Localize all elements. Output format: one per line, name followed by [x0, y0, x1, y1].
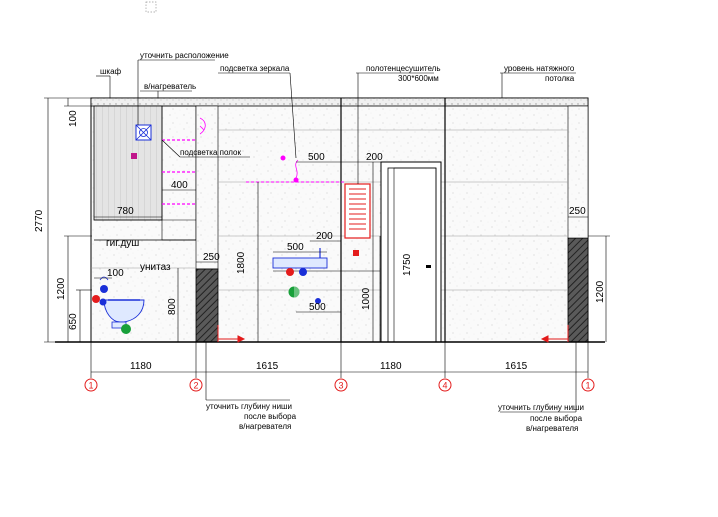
label-niche-right-3: в/нагревателя	[526, 424, 578, 433]
dim-w-100: 100	[107, 268, 124, 279]
niche-left	[195, 268, 219, 343]
label-hyg-shower: гиг.душ	[106, 238, 139, 249]
svg-text:3: 3	[338, 381, 343, 391]
label-ceiling-level-1: уровень натяжного	[504, 64, 575, 73]
label-water-heater: в/нагреватель	[144, 82, 196, 91]
label-cabinet: шкаф	[100, 67, 122, 76]
dim-w-200-top: 200	[366, 152, 383, 163]
niche-right	[567, 237, 589, 343]
leader-lines	[96, 59, 577, 413]
dim-h-1200-right: 1200	[595, 280, 606, 303]
dim-w-500-mirror: 500	[308, 152, 325, 163]
label-niche-right-1: уточнить глубину ниши	[498, 403, 584, 412]
door	[380, 161, 442, 343]
dim-w-250-left: 250	[203, 252, 220, 263]
axis-marker-2: 2	[189, 378, 203, 392]
sink	[272, 248, 380, 304]
label-towel-dryer-size: 300*600мм	[398, 74, 439, 83]
toilet	[92, 276, 145, 334]
svg-text:1: 1	[88, 381, 93, 391]
label-clarify-location: уточнить расположение	[140, 51, 229, 60]
corner-marker-icon	[145, 1, 157, 13]
axis-marker-1a: 1	[84, 378, 98, 392]
label-mirror-light: подсветка зеркала	[220, 64, 290, 73]
label-toilet: унитаз	[140, 262, 171, 273]
dim-w-500-low: 500	[309, 302, 326, 313]
label-shelf-light: подсветка полок	[180, 148, 241, 157]
dim-top-band: 100	[68, 110, 79, 127]
dim-h-800: 800	[167, 298, 178, 315]
dim-h-1800: 1800	[236, 251, 247, 274]
horizontal-dim-lines	[90, 161, 589, 378]
axis-marker-4: 4	[438, 378, 452, 392]
dim-w-500-sink: 500	[287, 242, 304, 253]
dim-bottom-1615-a: 1615	[256, 361, 279, 372]
axis-marker-1b: 1	[581, 378, 595, 392]
svg-text:1: 1	[585, 381, 590, 391]
label-niche-left-1: уточнить глубину ниши	[206, 402, 292, 411]
ceiling-band	[90, 97, 589, 107]
dim-total-height: 2770	[34, 209, 45, 232]
dim-bottom-1180-a: 1180	[130, 361, 152, 372]
water-heater-icon	[131, 124, 152, 159]
left-dim-lines	[44, 97, 179, 343]
dim-h-650: 650	[68, 313, 79, 330]
axis-marker-3: 3	[334, 378, 348, 392]
partition-wall	[195, 105, 219, 270]
dim-h-1000: 1000	[361, 287, 372, 310]
dim-w-400: 400	[171, 180, 188, 191]
mirror-light-icon	[246, 155, 346, 183]
label-ceiling-level-2: потолка	[545, 74, 575, 83]
svg-text:2: 2	[193, 381, 198, 391]
dim-w-200-mid: 200	[316, 231, 333, 242]
svg-text:4: 4	[442, 381, 447, 391]
dim-h-1200-left: 1200	[56, 277, 67, 300]
dim-bottom-1615-b: 1615	[505, 361, 528, 372]
dim-w-780: 780	[117, 206, 134, 217]
right-wall-strip	[567, 105, 589, 239]
dim-bottom-1180-b: 1180	[380, 361, 402, 372]
dim-w-250-right: 250	[569, 206, 586, 217]
section-arrows	[217, 325, 569, 343]
label-niche-left-3: в/нагревателя	[239, 422, 291, 431]
shelf-light-icon	[199, 117, 206, 135]
label-niche-right-2: после выбора	[530, 414, 583, 423]
label-niche-left-2: после выбора	[244, 412, 297, 421]
label-towel-dryer: полотенцесушитель	[366, 64, 441, 73]
right-dim-lines	[257, 162, 610, 342]
towel-dryer-icon	[344, 183, 371, 256]
dim-h-1750: 1750	[402, 253, 413, 276]
